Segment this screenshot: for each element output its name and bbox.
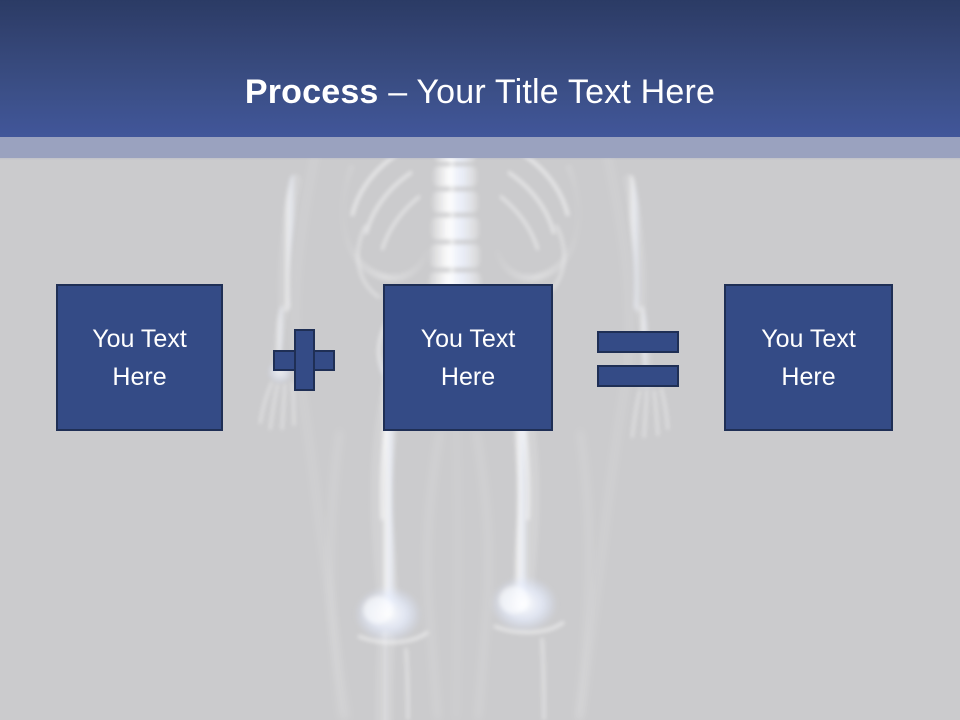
title-bar-background <box>0 0 960 137</box>
equals-operator-icon <box>597 331 679 387</box>
equals-bottom-bar <box>597 365 679 387</box>
process-box-left-line1: You Text <box>92 324 187 353</box>
page-title-separator: – <box>378 72 417 111</box>
page-title-emphasis: Process <box>244 72 379 111</box>
page-title-rest: Your Title Text Here <box>416 72 716 111</box>
plus-operator-icon <box>273 329 335 391</box>
process-box-right-line1: You Text <box>761 324 856 353</box>
equals-top-bar <box>597 331 679 353</box>
process-box-middle-line1: You Text <box>420 324 516 353</box>
process-box-middle-line2: Here <box>440 362 496 391</box>
plus-center-fill <box>296 352 312 368</box>
process-box-right-line2: Here <box>781 362 836 391</box>
title-bar-accent-fade <box>0 152 960 160</box>
page-title: Process – Your Title Text Here <box>0 71 960 113</box>
process-box-left-line2: Here <box>112 362 167 391</box>
